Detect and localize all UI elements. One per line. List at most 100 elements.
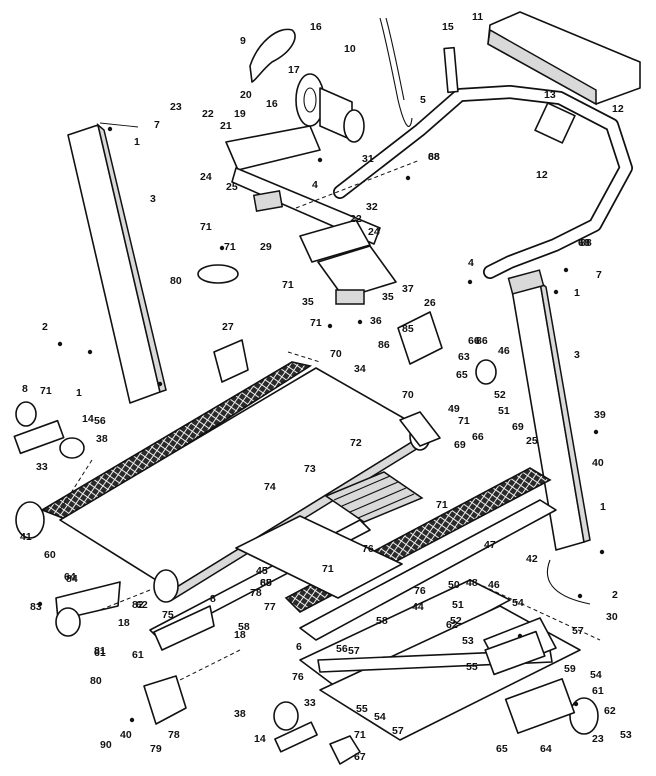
drive-belt: [249, 28, 296, 83]
handrail-tube-inner: [334, 86, 632, 278]
frame-base-group: [149, 471, 599, 741]
callout-71d: 71: [310, 317, 322, 329]
callout-54c: 54: [590, 669, 602, 681]
callout-68: 68: [428, 151, 440, 163]
side-cover-26: [397, 311, 443, 365]
callout-8: 8: [22, 383, 28, 395]
callout-70: 70: [330, 348, 342, 360]
callout-35: 35: [302, 296, 314, 308]
foot-cap-left: [59, 437, 85, 459]
base-plate: [504, 678, 576, 734]
callout-72: 72: [350, 437, 362, 449]
hardware-dots: [37, 126, 605, 723]
motor-hood-plate: [317, 245, 397, 299]
callout-12b: 12: [536, 169, 548, 181]
callout-53: 53: [462, 635, 474, 647]
rear-roller-left: [153, 569, 179, 603]
callout-49: 49: [448, 403, 460, 415]
callout-83: 83: [30, 601, 42, 613]
callout-71g: 71: [436, 499, 448, 511]
fuse-holder: [197, 264, 239, 284]
callout-73: 73: [304, 463, 316, 475]
callout-71: 71: [200, 221, 212, 233]
callout-30: 30: [606, 611, 618, 623]
callout-71h: 71: [322, 563, 334, 575]
right-upright-cap: [507, 269, 545, 295]
callout-78: 78: [250, 587, 262, 599]
callout-58b: 58: [238, 621, 250, 633]
left-upright-group: [67, 122, 167, 404]
callout-56: 56: [94, 415, 106, 427]
callout-62: 62: [136, 599, 148, 611]
pulley-left: [15, 401, 37, 427]
callout-62b: 62: [604, 705, 616, 717]
callout-45: 45: [256, 565, 268, 577]
wire-harness-2: [385, 17, 405, 101]
choke: [335, 289, 365, 305]
callout-53b: 53: [620, 729, 632, 741]
callout-65b: 65: [496, 743, 508, 755]
callout-42: 42: [526, 553, 538, 565]
callout-50: 50: [448, 579, 460, 591]
callout-33: 33: [36, 461, 48, 473]
callout-61b: 61: [132, 649, 144, 661]
callout-78b: 78: [168, 729, 180, 741]
callout-labels: 1 1 1 1 2 2 3 3 4 4 5 6 7 7 8 8 9 10 11 …: [20, 11, 632, 763]
reed-switch: [443, 46, 459, 94]
callout-46b: 46: [488, 579, 500, 591]
callout-90: 90: [100, 739, 112, 751]
callout-80b: 80: [90, 675, 102, 687]
callout-88b: 88: [580, 237, 592, 249]
callout-40b: 40: [120, 729, 132, 741]
callout-18: 18: [118, 617, 130, 629]
callout-57c: 57: [392, 725, 404, 737]
callout-46: 46: [498, 345, 510, 357]
motor-bracket: [225, 125, 321, 171]
callout-71f: 71: [458, 415, 470, 427]
callout-21: 21: [220, 120, 232, 132]
callout-52: 52: [494, 389, 506, 401]
callout-14: 14: [82, 413, 94, 425]
callout-52b: 52: [450, 615, 462, 627]
lift-motor: [484, 630, 546, 676]
callout-76b: 76: [292, 671, 304, 683]
callout-57b: 57: [572, 625, 584, 637]
callout-1b: 1: [76, 387, 82, 399]
foot-rail-81: [153, 605, 215, 651]
callout-67: 67: [354, 751, 366, 763]
callout-25b: 25: [526, 435, 538, 447]
callout-85: 85: [402, 323, 414, 335]
callout-54b: 54: [374, 711, 386, 723]
callout-71c: 71: [282, 279, 294, 291]
frame-crossbar-1: [235, 515, 403, 599]
callout-15: 15: [442, 21, 454, 33]
callout-70b: 70: [402, 389, 414, 401]
callout-86: 86: [378, 339, 390, 351]
callout-4b: 4: [468, 257, 474, 269]
callout-8b: 8: [210, 593, 216, 605]
callout-71e: 71: [40, 385, 52, 397]
callout-81: 81: [94, 645, 106, 657]
callout-48: 48: [466, 577, 478, 589]
callout-77: 77: [264, 601, 276, 613]
callout-34: 34: [354, 363, 366, 375]
foot-rail-61-end: [55, 607, 81, 637]
callout-16b: 16: [266, 98, 278, 110]
capacitor: [252, 189, 284, 213]
tensioner-wheel: [475, 359, 497, 385]
callout-75: 75: [162, 609, 174, 621]
callout-17: 17: [288, 64, 300, 76]
lift-tube: [274, 721, 318, 753]
callout-66: 66: [468, 335, 480, 347]
callout-55b: 55: [466, 661, 478, 673]
callout-60: 60: [44, 549, 56, 561]
callout-10: 10: [344, 43, 356, 55]
callout-24b: 24: [368, 226, 380, 238]
callout-27: 27: [222, 321, 234, 333]
controller-board: [299, 219, 371, 263]
callout-71i: 71: [354, 729, 366, 741]
callout-13: 13: [544, 89, 556, 101]
callout-29: 29: [260, 241, 272, 253]
callout-33b: 33: [304, 697, 316, 709]
